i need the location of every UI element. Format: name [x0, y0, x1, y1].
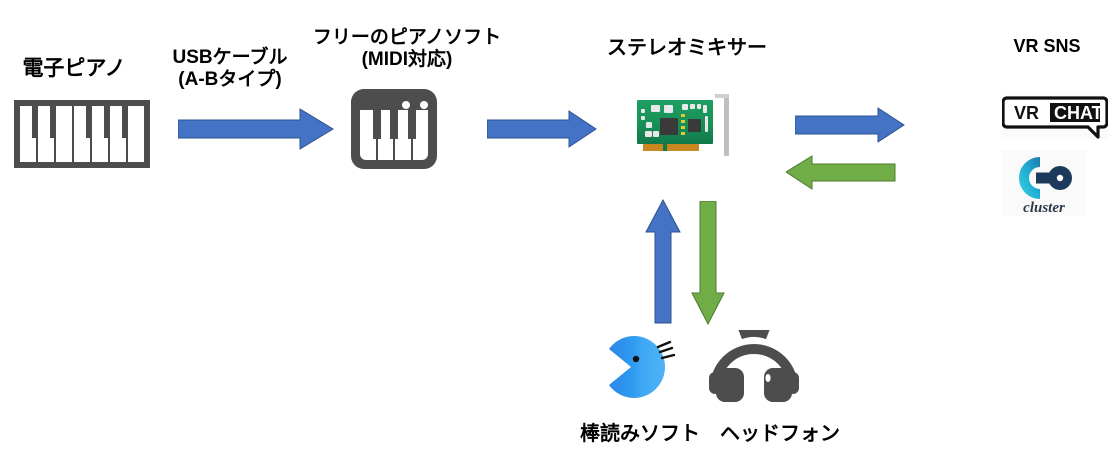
piano-keyboard-icon [14, 100, 150, 168]
midi-keyboard-icon [351, 89, 437, 169]
bouyomi-bird-icon [609, 336, 676, 398]
label-headphones: ヘッドフォン [720, 423, 840, 445]
label-usb-cable-line2: (A-Bタイプ) [178, 69, 282, 90]
label-bouyomi-software: 棒読みソフト [580, 423, 700, 445]
label-piano-software-line1: フリーのピアノソフト [312, 27, 502, 48]
label-electric-piano: 電子ピアノ [22, 57, 126, 80]
arrow-piano-to-software [178, 108, 334, 150]
sound-card-icon [637, 94, 729, 162]
vrchat-logo: VR CHAT [1001, 95, 1109, 139]
vrchat-chat-text: CHAT [1054, 103, 1103, 123]
label-usb-cable-line1: USBケーブル [172, 47, 288, 68]
label-piano-software-line2: (MIDI対応) [361, 49, 453, 70]
cluster-wordmark-text: cluster [1023, 200, 1065, 216]
arrow-bouyomi-to-mixer [645, 199, 681, 324]
vrchat-vr-text: VR [1014, 103, 1039, 123]
arrow-mixer-to-headphones [691, 201, 725, 325]
arrow-software-to-mixer [487, 110, 597, 148]
headphones-icon [709, 330, 799, 402]
cluster-logo: cluster [1002, 150, 1086, 216]
arrow-mixer-to-vrsns [795, 107, 905, 143]
arrow-vrsns-to-mixer [786, 155, 896, 190]
label-stereo-mixer: ステレオミキサー [607, 37, 767, 59]
label-vr-sns: VR SNS [1013, 36, 1081, 56]
